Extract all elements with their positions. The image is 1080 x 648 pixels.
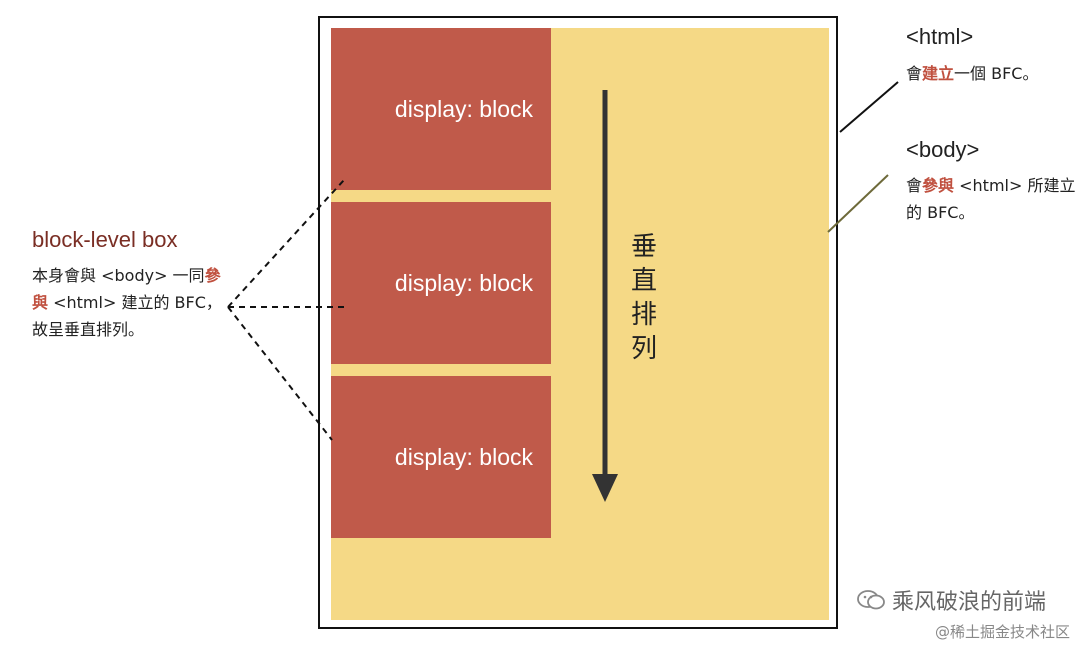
block-note-title: block-level box <box>32 227 178 252</box>
dashed-leader-3 <box>227 306 333 441</box>
wechat-icon <box>857 590 885 610</box>
desc-text: 會 <box>906 64 923 83</box>
vertical-label-char: 直 <box>630 266 657 296</box>
desc-text: 一個 BFC。 <box>954 64 1039 83</box>
block-box-label: display: block <box>394 95 533 122</box>
vertical-label-char: 垂 <box>630 232 657 262</box>
desc-text: <html> 所建立的 BFC。 <box>906 176 1076 222</box>
body-note-title: <body> <box>906 137 980 162</box>
html-leader-line <box>839 81 899 133</box>
desc-highlight: 參與 <box>32 266 221 312</box>
desc-text: 本身會與 <body> 一同 <box>32 266 205 285</box>
html-note-desc: 會建立一個 BFC。 <box>906 60 1076 87</box>
vertical-arrange-label: 垂 直 排 列 <box>624 230 664 366</box>
block-note-desc: 本身會與 <body> 一同參與 <html> 建立的 BFC，故呈垂直排列。 <box>32 262 222 343</box>
watermark: 乘风破浪的前端 <box>856 584 1046 616</box>
block-box-label: display: block <box>394 269 533 296</box>
vertical-label-char: 排 <box>630 300 657 330</box>
desc-text: 會 <box>906 176 923 195</box>
html-note-title: <html> <box>906 24 974 49</box>
desc-highlight: 參與 <box>922 176 955 195</box>
desc-highlight: 建立 <box>922 64 955 83</box>
block-box-1: display: block <box>331 28 551 190</box>
desc-text: <html> 建立的 BFC，故呈垂直排列。 <box>32 293 222 339</box>
body-note-desc: 會參與 <html> 所建立的 BFC。 <box>906 172 1076 226</box>
block-box-3: display: block <box>331 376 551 538</box>
block-box-label: display: block <box>394 443 533 470</box>
vertical-label-char: 列 <box>630 334 657 364</box>
block-box-2: display: block <box>331 202 551 364</box>
watermark-text: 乘风破浪的前端 <box>891 590 1046 615</box>
watermark-sub: @稀土掘金技术社区 <box>934 623 1070 641</box>
